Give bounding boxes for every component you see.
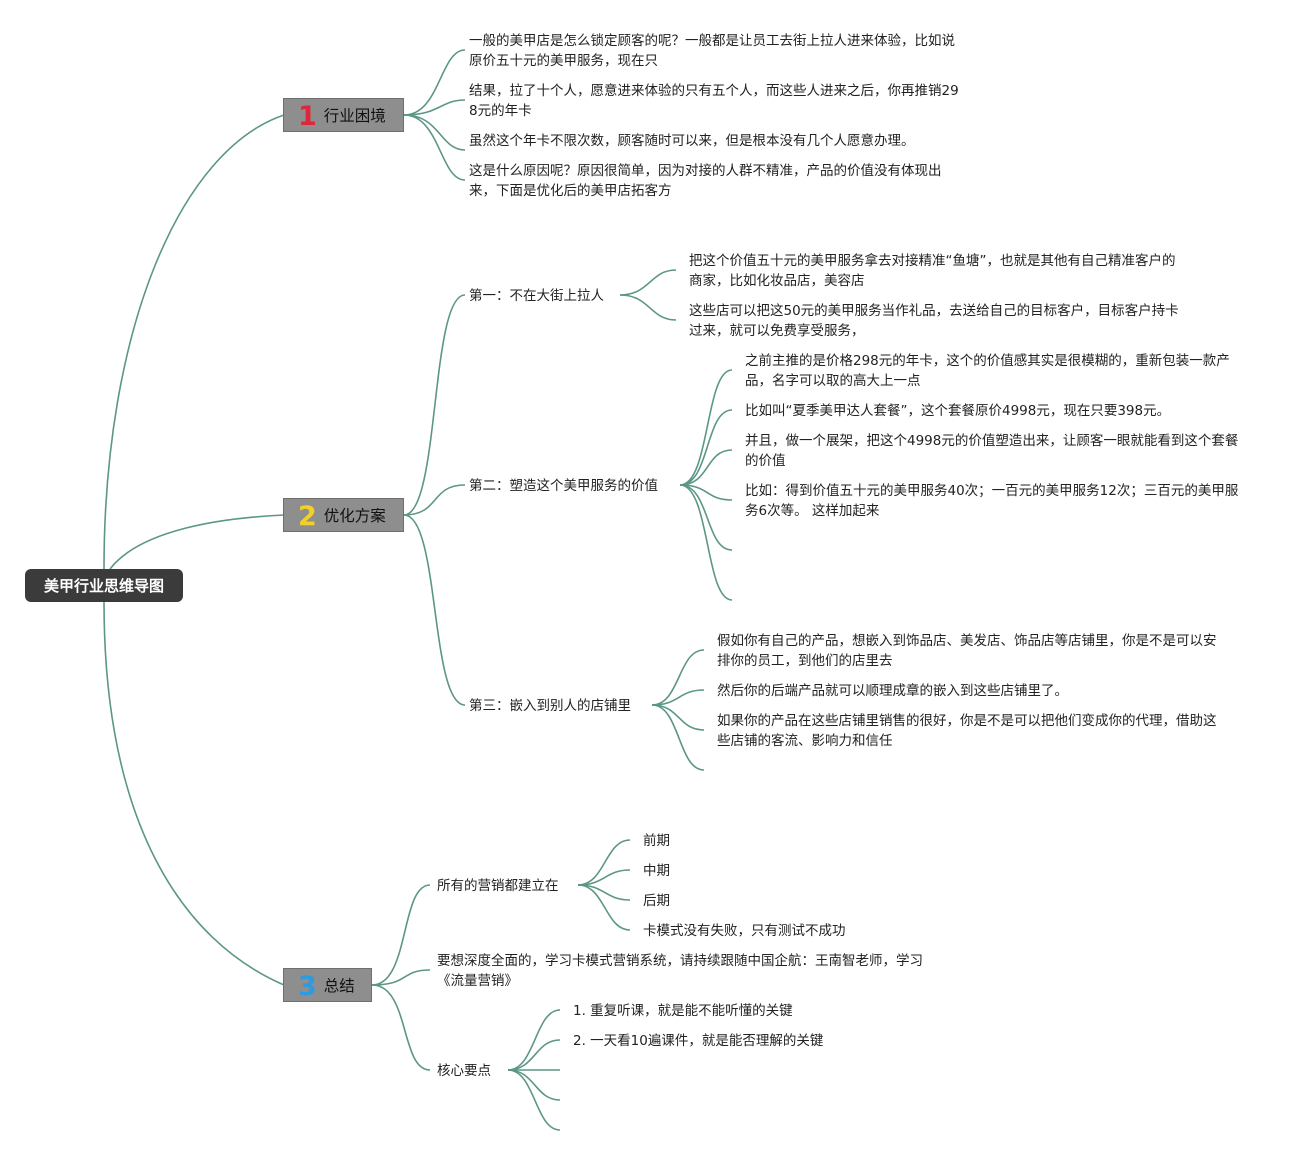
leaf-node[interactable]: 比如叫“夏季美甲达人套餐”，这个套餐原价4998元，现在只要398元。 xyxy=(745,403,1171,419)
leaf-node[interactable]: 并且，做一个展架，把这个4998元的价值塑造出来，让顾客一眼就能看到这个套餐的价… xyxy=(745,433,1239,469)
connector-s2-leaf4 xyxy=(679,484,733,501)
leaf-node[interactable]: 后期 xyxy=(643,893,670,909)
sub-node[interactable]: 所有的营销都建立在 xyxy=(437,878,559,894)
connector-b3s3-leaf5 xyxy=(507,1069,561,1131)
leaf-node[interactable]: 把这个价值五十元的美甲服务拿去对接精准“鱼塘”，也就是其他有自己精准客户的商家，… xyxy=(689,253,1176,289)
sub-node[interactable]: 要想深度全面的，学习卡模式营销系统，请持续跟随中国企航：王南智老师，学习《流量营… xyxy=(437,953,923,989)
connector-b1-leaf2 xyxy=(403,99,466,116)
connector-b3s3-leaf1 xyxy=(507,1009,561,1071)
leaf-node[interactable]: 这些店可以把这50元的美甲服务当作礼品，去送给自己的目标客户，目标客户持卡过来，… xyxy=(689,303,1179,339)
sub-node[interactable]: 核心要点 xyxy=(437,1063,491,1079)
connector-b3-sub2 xyxy=(371,969,431,986)
connector-s3-leaf4 xyxy=(651,704,705,771)
number-three-icon: 3 xyxy=(298,970,317,1002)
connector-b2-sub3 xyxy=(403,514,466,706)
connector-s2-leaf6 xyxy=(679,484,733,601)
connector-s2-leaf3 xyxy=(679,449,733,486)
connector-s2-leaf5 xyxy=(679,484,733,551)
number-one-icon: 1 xyxy=(298,100,317,132)
leaf-node[interactable]: 假如你有自己的产品，想嵌入到饰品店、美发店、饰品店等店铺里，你是不是可以安排你的… xyxy=(717,633,1217,669)
leaf-node[interactable]: 这是什么原因呢？原因很简单，因为对接的人群不精准，产品的价值没有体现出来，下面是… xyxy=(469,163,942,199)
root-label: 美甲行业思维导图 xyxy=(43,577,164,595)
connector-s1-leaf1 xyxy=(619,269,677,296)
number-two-icon: 2 xyxy=(298,500,317,532)
leaf-node[interactable]: 中期 xyxy=(643,863,670,879)
branch-node-optimization-plan[interactable]: 2 优化方案 xyxy=(283,498,404,532)
branch-node-industry-dilemma[interactable]: 1 行业困境 xyxy=(283,98,404,132)
connector-s3-leaf1 xyxy=(651,649,705,706)
branch-label: 总结 xyxy=(323,977,355,995)
connector-s2-leaf1 xyxy=(679,369,733,486)
connector-s2-leaf2 xyxy=(679,409,733,486)
leaf-node[interactable]: 前期 xyxy=(643,833,670,849)
connector-b1-leaf4 xyxy=(403,114,466,181)
leaf-node[interactable]: 然后你的后端产品就可以顺理成章的嵌入到这些店铺里了。 xyxy=(717,683,1068,699)
sub-node[interactable]: 第一：不在大街上拉人 xyxy=(469,288,604,304)
leaf-node[interactable]: 1. 重复听课，就是能不能听懂的关键 xyxy=(573,1003,793,1019)
connector-b3s1-leaf4 xyxy=(577,884,631,931)
connector-b3-sub1 xyxy=(371,884,431,986)
leaf-node[interactable]: 虽然这个年卡不限次数，顾客随时可以来，但是根本没有几个人愿意办理。 xyxy=(469,133,915,149)
sub-node[interactable]: 第二：塑造这个美甲服务的价值 xyxy=(469,478,658,494)
leaf-node[interactable]: 2. 一天看10遍课件，就是能否理解的关键 xyxy=(573,1033,824,1049)
root-node[interactable]: 美甲行业思维导图 xyxy=(25,569,183,602)
connector-b3s1-leaf1 xyxy=(577,839,631,886)
leaf-node[interactable]: 之前主推的是价格298元的年卡，这个的价值感其实是很模糊的，重新包装一款产品，名… xyxy=(745,353,1230,389)
connector-root-branch2 xyxy=(109,514,285,570)
connector-root-branch1 xyxy=(103,114,285,570)
connector-b3s3-leaf2 xyxy=(507,1039,561,1071)
connector-b2-sub2 xyxy=(403,484,466,516)
leaf-node[interactable]: 一般的美甲店是怎么锁定顾客的呢？一般都是让员工去街上拉人进来体验，比如说原价五十… xyxy=(469,33,955,69)
connector-s1-leaf2 xyxy=(619,294,677,321)
branch-node-summary[interactable]: 3 总结 xyxy=(283,968,372,1002)
connector-s3-leaf2 xyxy=(651,689,705,706)
leaf-node[interactable]: 结果，拉了十个人，愿意进来体验的只有五个人，而这些人进来之后，你再推销298元的… xyxy=(469,83,959,119)
leaf-node[interactable]: 卡模式没有失败，只有测试不成功 xyxy=(643,923,846,939)
connector-b3-sub3 xyxy=(371,984,431,1071)
connector-b1-leaf1 xyxy=(403,49,466,116)
branch-label: 优化方案 xyxy=(323,507,386,525)
sub-node[interactable]: 第三：嵌入到别人的店铺里 xyxy=(469,698,631,714)
leaf-node[interactable]: 比如：得到价值五十元的美甲服务40次；一百元的美甲服务12次；三百元的美甲服务6… xyxy=(745,483,1239,519)
leaf-node[interactable]: 如果你的产品在这些店铺里销售的很好，你是不是可以把他们变成你的代理，借助这些店铺… xyxy=(717,713,1217,749)
connector-b1-leaf3 xyxy=(403,114,466,151)
connector-root-branch3 xyxy=(103,601,285,986)
branch-label: 行业困境 xyxy=(323,107,386,125)
connector-s3-leaf3 xyxy=(651,704,705,731)
connector-b2-sub1 xyxy=(403,294,466,516)
